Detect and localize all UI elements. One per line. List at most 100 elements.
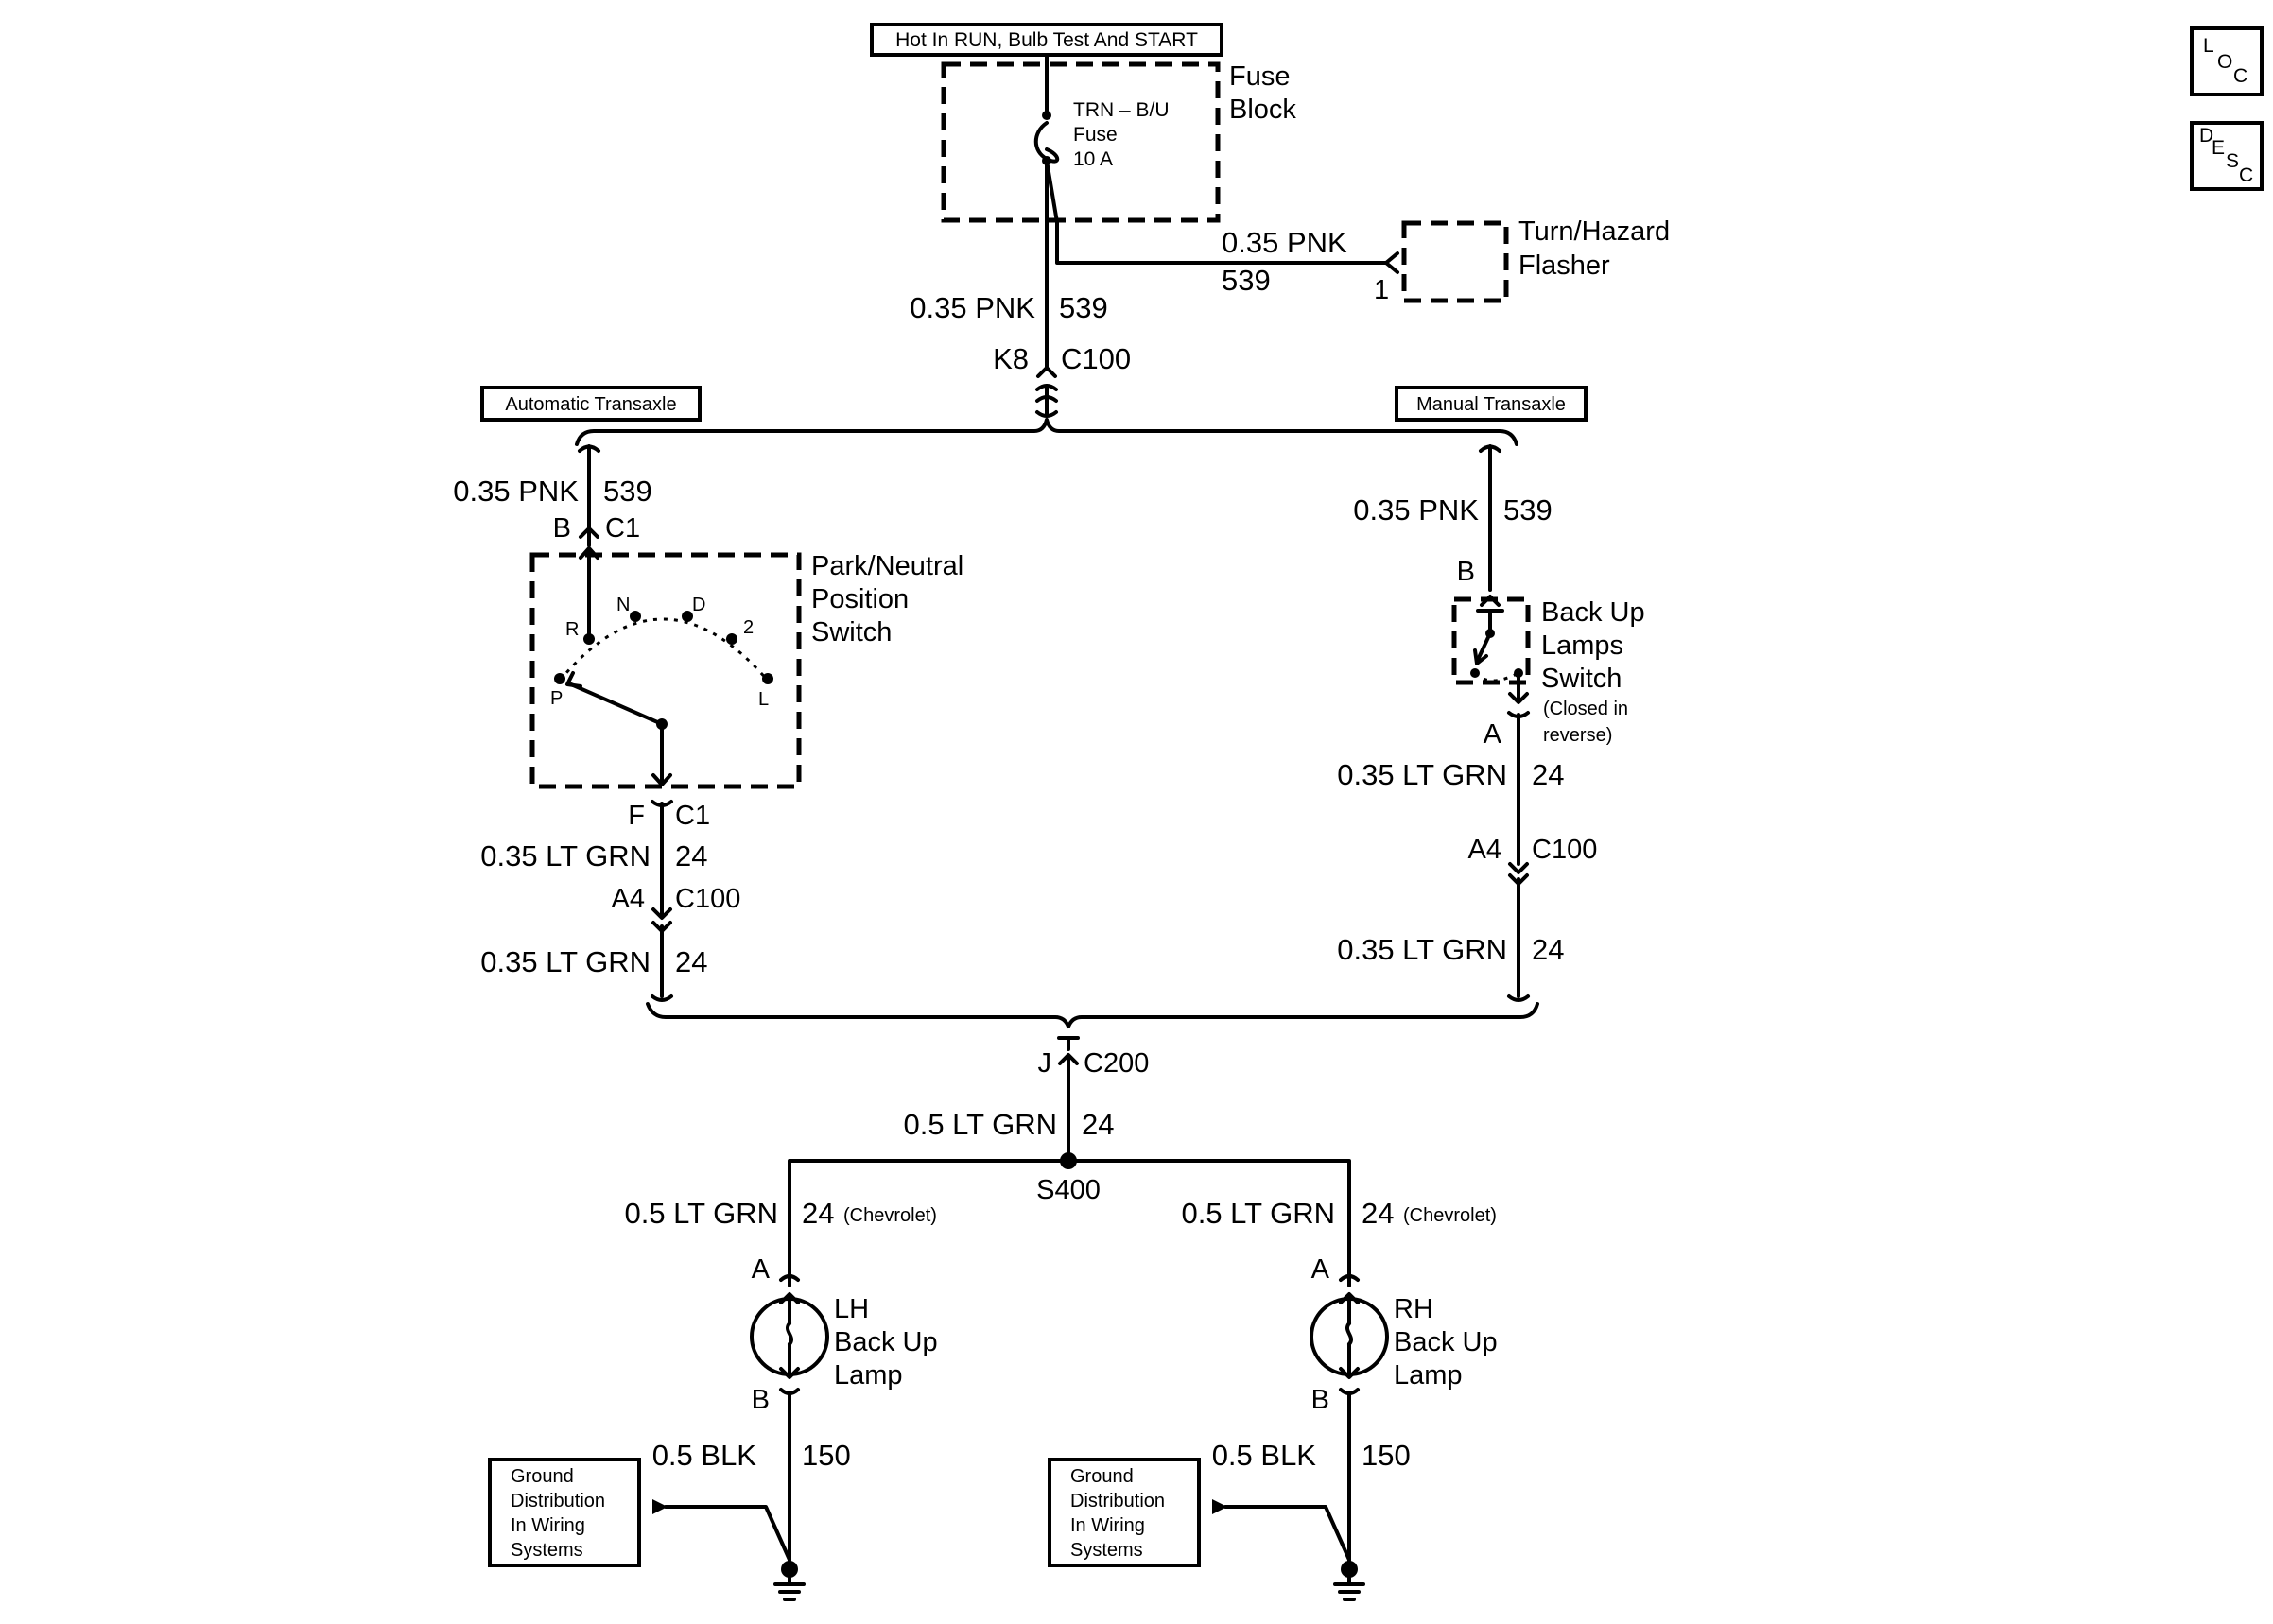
rh-lamp-wire: 0.5 LT GRN 24 (Chevrolet) A (1181, 1197, 1496, 1285)
svg-text:24: 24 (1532, 933, 1564, 966)
auto-output-wire: F C1 0.35 LT GRN 24 A4 C100 0.35 LT GRN … (480, 800, 740, 1002)
svg-text:D: D (2199, 125, 2213, 147)
svg-text:S: S (2226, 150, 2239, 172)
svg-text:0.35 LT GRN: 0.35 LT GRN (480, 839, 651, 872)
svg-text:C200: C200 (1084, 1048, 1149, 1079)
svg-text:1: 1 (1374, 275, 1389, 305)
automatic-transaxle-label: Automatic Transaxle (480, 386, 702, 422)
svg-text:J: J (1038, 1048, 1052, 1079)
svg-text:150: 150 (1362, 1439, 1411, 1472)
svg-text:RH: RH (1394, 1294, 1433, 1324)
svg-text:Automatic Transaxle: Automatic Transaxle (505, 394, 676, 415)
svg-text:Systems: Systems (511, 1540, 583, 1561)
lh-back-up-lamp: LH Back Up Lamp (750, 1292, 938, 1391)
loc-button[interactable]: L O C (2190, 26, 2264, 96)
svg-text:Lamp: Lamp (1394, 1360, 1463, 1391)
manual-output-wire: A 0.35 LT GRN 24 A4 C100 0.35 LT GRN 24 (1337, 711, 1597, 1002)
auto-input-wire: 0.35 PNK 539 B C1 (453, 444, 652, 547)
svg-text:0.35 LT GRN: 0.35 LT GRN (480, 945, 651, 978)
svg-text:B: B (1311, 1385, 1329, 1415)
svg-text:Block: Block (1229, 95, 1296, 125)
svg-text:24: 24 (1362, 1197, 1394, 1230)
svg-text:Flasher: Flasher (1518, 251, 1610, 281)
svg-text:Back Up: Back Up (1394, 1327, 1498, 1357)
svg-text:0.35 PNK: 0.35 PNK (1353, 493, 1479, 527)
svg-text:Hot In RUN, Bulb Test And STAR: Hot In RUN, Bulb Test And START (895, 29, 1198, 51)
transaxle-bus (575, 418, 1518, 446)
c200-connector: J C200 (1038, 1036, 1149, 1079)
svg-text:L: L (2203, 35, 2214, 57)
svg-text:24: 24 (675, 945, 707, 978)
svg-text:Ground: Ground (1070, 1466, 1134, 1487)
svg-text:C100: C100 (1061, 342, 1131, 375)
svg-text:539: 539 (1503, 493, 1553, 527)
svg-text:C1: C1 (675, 801, 710, 831)
svg-text:Systems: Systems (1070, 1540, 1143, 1561)
svg-text:Distribution: Distribution (1070, 1491, 1165, 1512)
svg-text:A: A (1484, 719, 1502, 750)
svg-text:Back Up: Back Up (834, 1327, 938, 1357)
svg-text:Lamp: Lamp (834, 1360, 903, 1391)
fuse-block: Fuse Block (941, 61, 1296, 223)
svg-text:(Chevrolet): (Chevrolet) (1403, 1205, 1497, 1226)
manual-transaxle-label: Manual Transaxle (1395, 386, 1588, 422)
svg-text:0.35 LT GRN: 0.35 LT GRN (1337, 758, 1507, 791)
svg-text:2: 2 (743, 617, 754, 638)
svg-text:Fuse: Fuse (1229, 61, 1290, 92)
back-up-lamps-switch: Back Up Lamps Switch (Closed in reverse) (1451, 595, 1645, 746)
rh-back-up-lamp: RH Back Up Lamp (1310, 1292, 1498, 1391)
svg-text:B: B (752, 1385, 770, 1415)
svg-text:Fuse: Fuse (1073, 124, 1118, 146)
svg-text:Distribution: Distribution (511, 1491, 605, 1512)
turn-hazard-flasher: Turn/Hazard Flasher (1401, 216, 1670, 303)
svg-text:24: 24 (1082, 1108, 1114, 1141)
svg-text:Park/Neutral: Park/Neutral (811, 551, 963, 581)
svg-text:A: A (1311, 1254, 1330, 1285)
lh-ground-distribution-ref[interactable]: Ground Distribution In Wiring Systems (488, 1458, 641, 1567)
svg-text:B: B (553, 513, 571, 544)
svg-text:24: 24 (802, 1197, 834, 1230)
svg-text:Switch: Switch (811, 617, 892, 648)
svg-text:A4: A4 (612, 884, 645, 914)
fuse-symbol: TRN – B/U Fuse 10 A (1033, 53, 1170, 170)
svg-text:539: 539 (603, 475, 652, 508)
svg-text:reverse): reverse) (1543, 725, 1612, 746)
svg-text:539: 539 (1222, 264, 1271, 297)
svg-text:N: N (616, 595, 630, 615)
park-neutral-position-switch: Park/Neutral Position Switch P R N D 2 L (529, 546, 963, 789)
svg-text:C: C (2239, 164, 2253, 186)
svg-text:(Chevrolet): (Chevrolet) (843, 1205, 937, 1226)
svg-text:24: 24 (675, 839, 707, 872)
svg-text:Back Up: Back Up (1541, 597, 1645, 628)
output-bus (646, 1002, 1539, 1028)
svg-text:S400: S400 (1036, 1175, 1101, 1205)
splice-feed-wire: 0.5 LT GRN 24 S400 (788, 1055, 1351, 1287)
svg-text:539: 539 (1059, 291, 1108, 324)
rh-ground-distribution-ref[interactable]: Ground Distribution In Wiring Systems (1048, 1458, 1201, 1567)
svg-text:0.5 LT GRN: 0.5 LT GRN (1181, 1197, 1335, 1230)
svg-text:E: E (2212, 137, 2225, 159)
lh-lamp-wire: 0.5 LT GRN 24 (Chevrolet) A (624, 1197, 936, 1285)
svg-text:C: C (2233, 65, 2247, 87)
svg-text:F: F (628, 801, 645, 831)
svg-text:10 A: 10 A (1073, 148, 1113, 170)
desc-button[interactable]: D E S C (2190, 121, 2264, 191)
rh-ground-wire: B 0.5 BLK 150 (1212, 1385, 1411, 1601)
svg-text:0.35 PNK: 0.35 PNK (910, 291, 1035, 324)
svg-text:Turn/Hazard: Turn/Hazard (1518, 216, 1670, 247)
svg-text:TRN – B/U: TRN – B/U (1073, 99, 1170, 121)
svg-text:D: D (692, 595, 705, 615)
svg-text:R: R (565, 619, 579, 640)
svg-text:K8: K8 (993, 342, 1029, 375)
svg-text:A: A (752, 1254, 771, 1285)
svg-text:P: P (550, 688, 563, 709)
svg-text:Switch: Switch (1541, 664, 1622, 694)
svg-text:C1: C1 (605, 513, 640, 544)
svg-text:0.35 PNK: 0.35 PNK (453, 475, 579, 508)
svg-text:B: B (1457, 557, 1475, 587)
svg-text:0.5 LT GRN: 0.5 LT GRN (624, 1197, 778, 1230)
svg-text:Ground: Ground (511, 1466, 574, 1487)
main-feed-wire: 0.35 PNK 539 K8 C100 (910, 159, 1131, 418)
